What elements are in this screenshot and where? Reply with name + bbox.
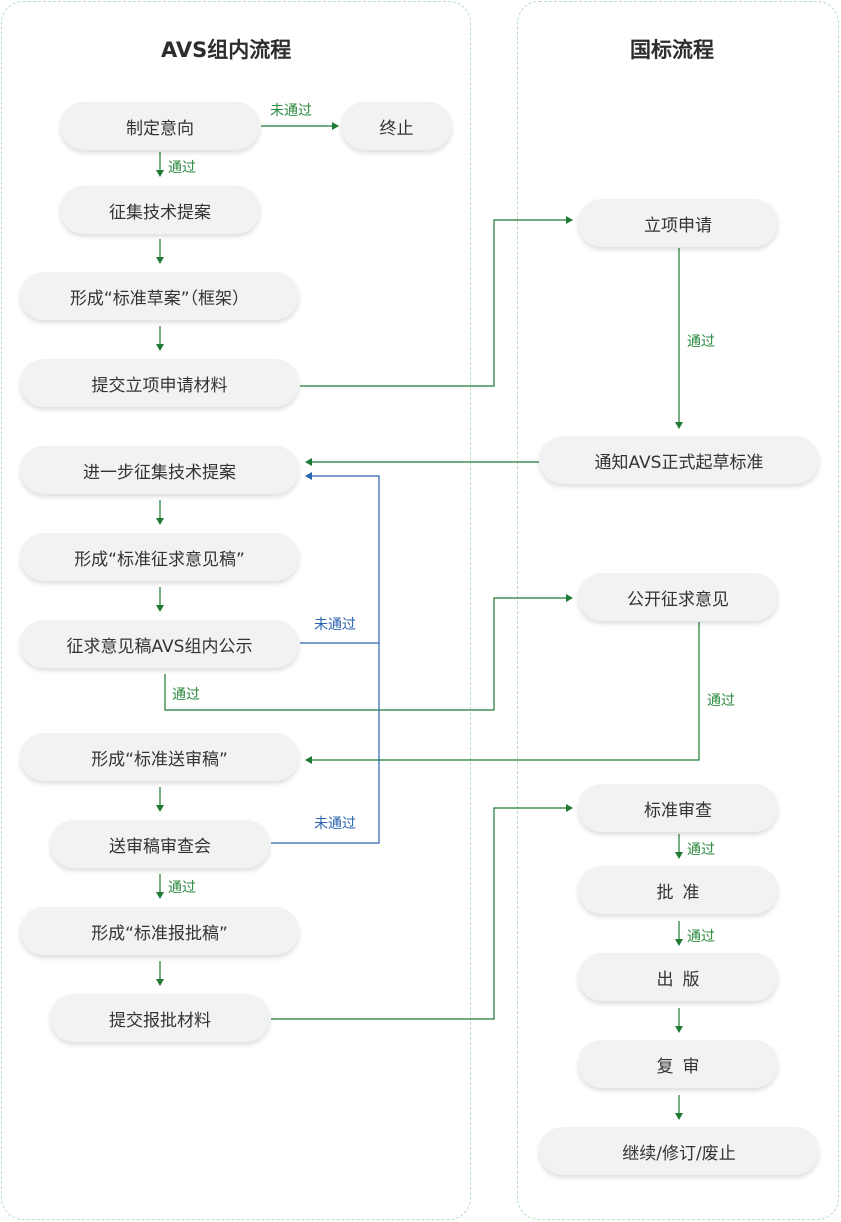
node-submit-approval-materials: 提交报批材料 [50, 994, 270, 1042]
edge-label-fail-review: 未通过 [314, 816, 356, 832]
edge-a11-g4 [271, 804, 573, 1020]
node-project-application: 立项申请 [578, 199, 778, 247]
avs-lane [1, 1, 471, 1220]
edge-label-fail-terminate: 未通过 [270, 103, 312, 119]
node-make-intention: 制定意向 [60, 102, 260, 150]
node-collect-proposals: 征集技术提案 [60, 186, 260, 234]
node-draft-standard: 形成“标准草案”（框架） [20, 272, 299, 320]
edge-a9-a5-fail [271, 643, 380, 844]
gb-lane [517, 1, 839, 1220]
node-notify-avs: 通知AVS正式起草标准 [539, 436, 819, 484]
edge-label-pass-g3: 通过 [707, 693, 735, 709]
edge-label-pass-a1: 通过 [168, 160, 196, 176]
node-review-draft: 形成“标准送审稿” [20, 733, 299, 781]
avs-lane-title: AVS组内流程 [161, 38, 292, 62]
edge-g3-a8 [305, 622, 700, 764]
node-submit-project-materials: 提交立项申请材料 [20, 359, 299, 407]
node-further-collect-proposals: 进一步征集技术提案 [20, 446, 299, 494]
edge-a7-a5-fail [300, 472, 380, 644]
node-publish: 出版 [578, 953, 778, 1001]
edge-label-pass-review: 通过 [168, 880, 196, 896]
edge-label-fail-publicity: 未通过 [314, 617, 356, 633]
edge-label-pass-g4: 通过 [687, 842, 715, 858]
node-approval-draft: 形成“标准报批稿” [20, 907, 299, 955]
node-standard-review: 标准审查 [578, 784, 778, 832]
edge-label-pass-g1: 通过 [687, 334, 715, 350]
node-consultation-draft: 形成“标准征求意见稿” [20, 533, 299, 581]
node-approve: 批准 [578, 866, 778, 914]
edge-a7-g3 [164, 594, 573, 711]
node-re-review: 复审 [578, 1040, 778, 1088]
node-terminate: 终止 [341, 102, 452, 150]
edge-label-pass-g5: 通过 [687, 929, 715, 945]
edge-a4-g1 [300, 216, 573, 387]
node-internal-publicity: 征求意见稿AVS组内公示 [20, 620, 299, 668]
node-review-meeting: 送审稿审查会 [50, 820, 270, 868]
node-public-consultation: 公开征求意见 [578, 573, 778, 621]
edge-label-pass-publicity: 通过 [172, 687, 200, 703]
gb-lane-title: 国标流程 [630, 38, 714, 62]
node-continue-revise-abolish: 继续/修订/废止 [539, 1127, 819, 1175]
